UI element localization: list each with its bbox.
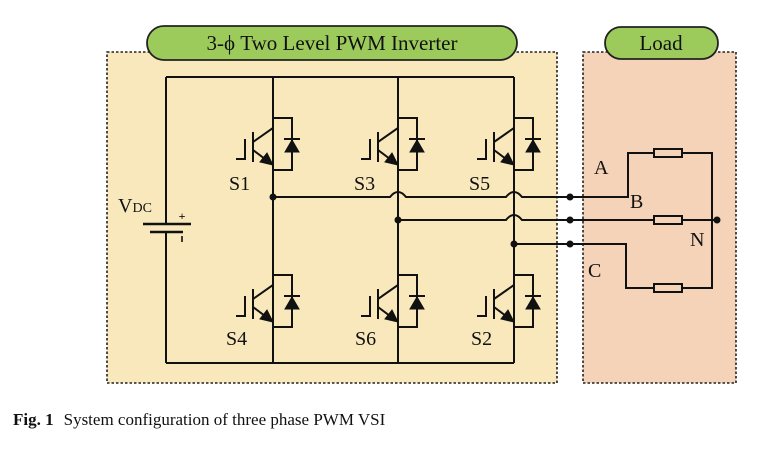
battery-plus: + — [179, 209, 186, 223]
emitter-arrow-icon — [384, 309, 399, 323]
phase-a-line — [273, 152, 713, 217]
inverter-title: 3-ϕ Two Level PWM Inverter — [206, 31, 457, 55]
load-title-pill — [604, 26, 719, 60]
dc-source-battery — [143, 222, 191, 234]
resistor-b — [653, 215, 683, 225]
resistors — [653, 148, 683, 293]
inverter-title-pill — [146, 25, 518, 61]
phase-b-line — [398, 214, 712, 221]
junctions — [269, 193, 721, 248]
igbt-s6 — [361, 274, 425, 328]
phase-a-label: A — [594, 157, 609, 179]
switch-label-s4: S4 — [226, 328, 247, 350]
caption-label: Fig. 1 — [13, 410, 54, 429]
switch-label-s6: S6 — [355, 328, 376, 350]
emitter-arrow-icon — [384, 152, 399, 166]
caption-text: System configuration of three phase PWM … — [63, 410, 386, 429]
inverter-box — [106, 51, 558, 384]
neutral-label: N — [690, 229, 704, 251]
switch-label-s5: S5 — [469, 173, 490, 195]
switch-label-s3: S3 — [354, 173, 375, 195]
diode-icon — [409, 139, 425, 153]
igbt-s4 — [236, 274, 300, 328]
phase-c-label: C — [588, 260, 601, 282]
phase-b-label: B — [630, 191, 643, 213]
junction-leg3 — [510, 240, 518, 248]
terminal-c — [566, 240, 574, 248]
diode-icon — [409, 296, 425, 310]
junction-leg1 — [269, 193, 277, 201]
diode-icon — [525, 296, 541, 310]
vdc-label: VDC — [118, 195, 152, 217]
emitter-arrow-icon — [259, 309, 274, 323]
emitter-arrow-icon — [259, 152, 274, 166]
switch-label-s2: S2 — [471, 328, 492, 350]
switches — [236, 117, 541, 328]
diode-icon — [525, 139, 541, 153]
emitter-arrow-icon — [500, 309, 515, 323]
resistor-c — [653, 283, 683, 293]
terminal-b — [566, 216, 574, 224]
terminal-a — [566, 193, 574, 201]
resistor-a — [653, 148, 683, 158]
igbt-s2 — [477, 274, 541, 328]
igbt-s5 — [477, 117, 541, 171]
diode-icon — [284, 139, 300, 153]
igbt-s1 — [236, 117, 300, 171]
phase-c-line — [514, 217, 713, 289]
junction-leg2 — [394, 216, 402, 224]
igbt-s3 — [361, 117, 425, 171]
figure-caption: Fig. 1 System configuration of three phas… — [13, 410, 385, 430]
load-title: Load — [639, 31, 683, 55]
diode-icon — [284, 296, 300, 310]
emitter-arrow-icon — [500, 152, 515, 166]
switch-label-s1: S1 — [229, 173, 250, 195]
